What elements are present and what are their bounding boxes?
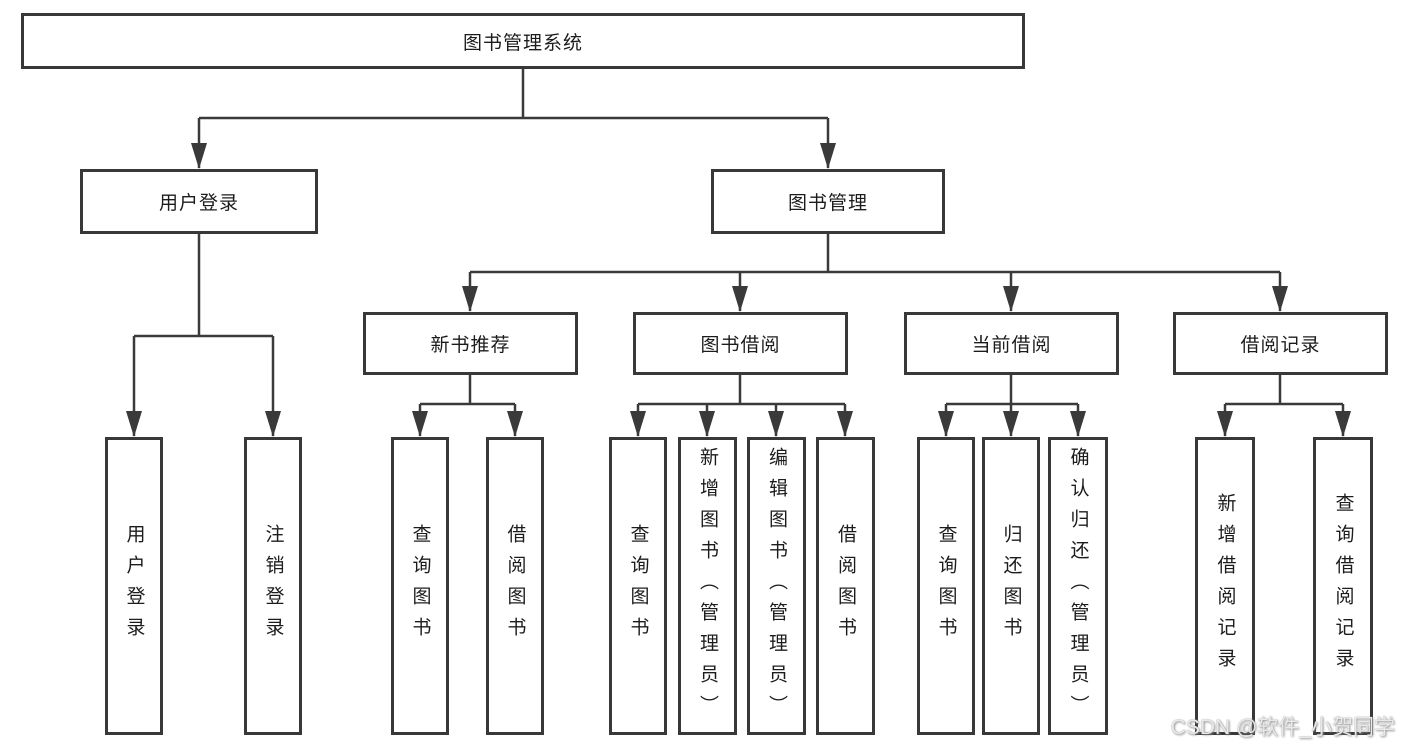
edge-root-to-level2 [191, 69, 836, 169]
leaf-borrowing-edit-books-admin: 编辑图书（管理员） [747, 437, 806, 735]
node-book-borrowing: 图书借阅 [633, 312, 848, 375]
node-library-management-system-label: 图书管理系统 [462, 32, 583, 54]
leaf-current-return-books: 归还图书 [982, 437, 1040, 735]
leaf-borrowing-query-books: 查询图书 [609, 437, 667, 735]
node-current-borrowing-label: 当前借阅 [971, 335, 1052, 356]
leaf-records-query-record-label: 查询借阅记录 [1332, 493, 1354, 679]
leaf-borrowing-borrow-books-label: 借阅图书 [835, 524, 856, 648]
edge-current-borrowing-to-leaves [938, 375, 1086, 437]
node-borrowing-records-label: 借阅记录 [1240, 335, 1321, 356]
node-current-borrowing: 当前借阅 [904, 312, 1119, 375]
leaf-borrowing-borrow-books: 借阅图书 [816, 437, 875, 735]
leaf-borrowing-query-books-label: 查询图书 [627, 524, 649, 648]
edge-borrowing-records-to-leaves [1217, 375, 1351, 437]
leaf-recommend-query-books: 查询图书 [391, 437, 449, 735]
leaf-user-login: 用户登录 [105, 437, 163, 735]
leaf-current-confirm-return-admin: 确认归还（管理员） [1048, 437, 1108, 735]
leaf-borrowing-add-books-admin-label: 新增图书（管理员） [697, 446, 718, 726]
node-library-management-system: 图书管理系统 [21, 13, 1025, 69]
node-book-management: 图书管理 [711, 169, 945, 234]
edge-book-management-to-level3 [462, 233, 1288, 312]
node-book-borrowing-label: 图书借阅 [700, 335, 781, 356]
leaf-current-query-books-label: 查询图书 [935, 524, 957, 648]
leaf-current-query-books: 查询图书 [917, 437, 975, 735]
leaf-recommend-borrow-books-label: 借阅图书 [504, 524, 526, 648]
edge-book-borrowing-to-leaves [630, 375, 853, 437]
leaf-logout: 注销登录 [244, 437, 302, 735]
leaf-current-return-books-label: 归还图书 [1000, 524, 1022, 648]
leaf-records-query-record: 查询借阅记录 [1313, 437, 1373, 735]
leaf-logout-label: 注销登录 [262, 524, 284, 648]
leaf-borrowing-edit-books-admin-label: 编辑图书（管理员） [766, 446, 787, 726]
leaf-recommend-borrow-books: 借阅图书 [486, 437, 544, 735]
node-user-login-label: 用户登录 [158, 193, 239, 214]
edge-new-book-recommend-to-leaves [412, 375, 523, 437]
node-book-management-label: 图书管理 [787, 193, 868, 214]
leaf-recommend-query-books-label: 查询图书 [409, 524, 431, 648]
leaf-borrowing-add-books-admin: 新增图书（管理员） [678, 437, 737, 735]
csdn-watermark: CSDN @软件_小贺同学 [1170, 716, 1395, 739]
node-user-login: 用户登录 [80, 169, 318, 234]
edge-user-login-to-leaves [126, 234, 281, 437]
leaf-records-add-record-label: 新增借阅记录 [1214, 493, 1236, 679]
node-new-book-recommend-label: 新书推荐 [430, 335, 511, 356]
leaf-current-confirm-return-admin-label: 确认归还（管理员） [1067, 446, 1089, 726]
leaf-user-login-label: 用户登录 [123, 524, 145, 648]
leaf-records-add-record: 新增借阅记录 [1195, 437, 1255, 735]
node-new-book-recommend: 新书推荐 [363, 312, 578, 375]
node-borrowing-records: 借阅记录 [1173, 312, 1388, 375]
